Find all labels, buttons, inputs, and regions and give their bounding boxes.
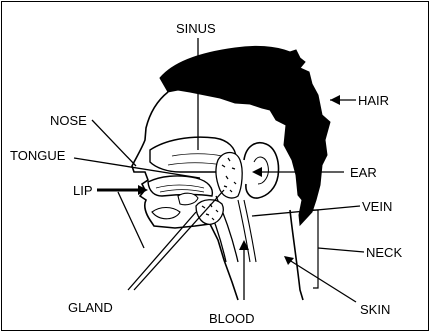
skin-arrowhead bbox=[284, 256, 294, 265]
label-vein: VEIN bbox=[362, 199, 392, 214]
tongue-leader bbox=[74, 158, 200, 178]
label-hair: HAIR bbox=[358, 93, 389, 108]
mouth-tongue bbox=[148, 176, 212, 196]
label-ear: EAR bbox=[350, 165, 377, 180]
gland-leader-right bbox=[134, 190, 224, 290]
blood-vessel bbox=[238, 200, 256, 262]
gland-leader-mid bbox=[128, 212, 196, 290]
label-tongue: TONGUE bbox=[10, 148, 66, 163]
label-lip: LIP bbox=[73, 183, 93, 198]
label-skin: SKIN bbox=[360, 302, 390, 317]
skin-leader bbox=[286, 258, 356, 302]
gland-leader-left bbox=[118, 192, 144, 248]
label-neck: NECK bbox=[366, 245, 402, 260]
gland-submandibular bbox=[196, 200, 223, 225]
label-nose: NOSE bbox=[50, 113, 87, 128]
head-anatomy-diagram: SINUS NOSE TONGUE LIP GLAND BLOOD HAIR E… bbox=[0, 0, 432, 323]
gland-sublingual bbox=[178, 193, 198, 205]
diagram-drawing: SINUS NOSE TONGUE LIP GLAND BLOOD HAIR E… bbox=[0, 0, 432, 323]
neck-leader bbox=[318, 248, 364, 252]
hair-arrowhead bbox=[330, 95, 340, 105]
label-gland: GLAND bbox=[68, 300, 113, 315]
label-blood: BLOOD bbox=[209, 311, 255, 323]
nasal-passage-lines bbox=[168, 154, 222, 165]
ear-arrowhead bbox=[252, 167, 262, 177]
label-sinus: SINUS bbox=[176, 21, 216, 36]
nose-leader bbox=[92, 120, 136, 166]
chin-cavity bbox=[152, 208, 180, 219]
